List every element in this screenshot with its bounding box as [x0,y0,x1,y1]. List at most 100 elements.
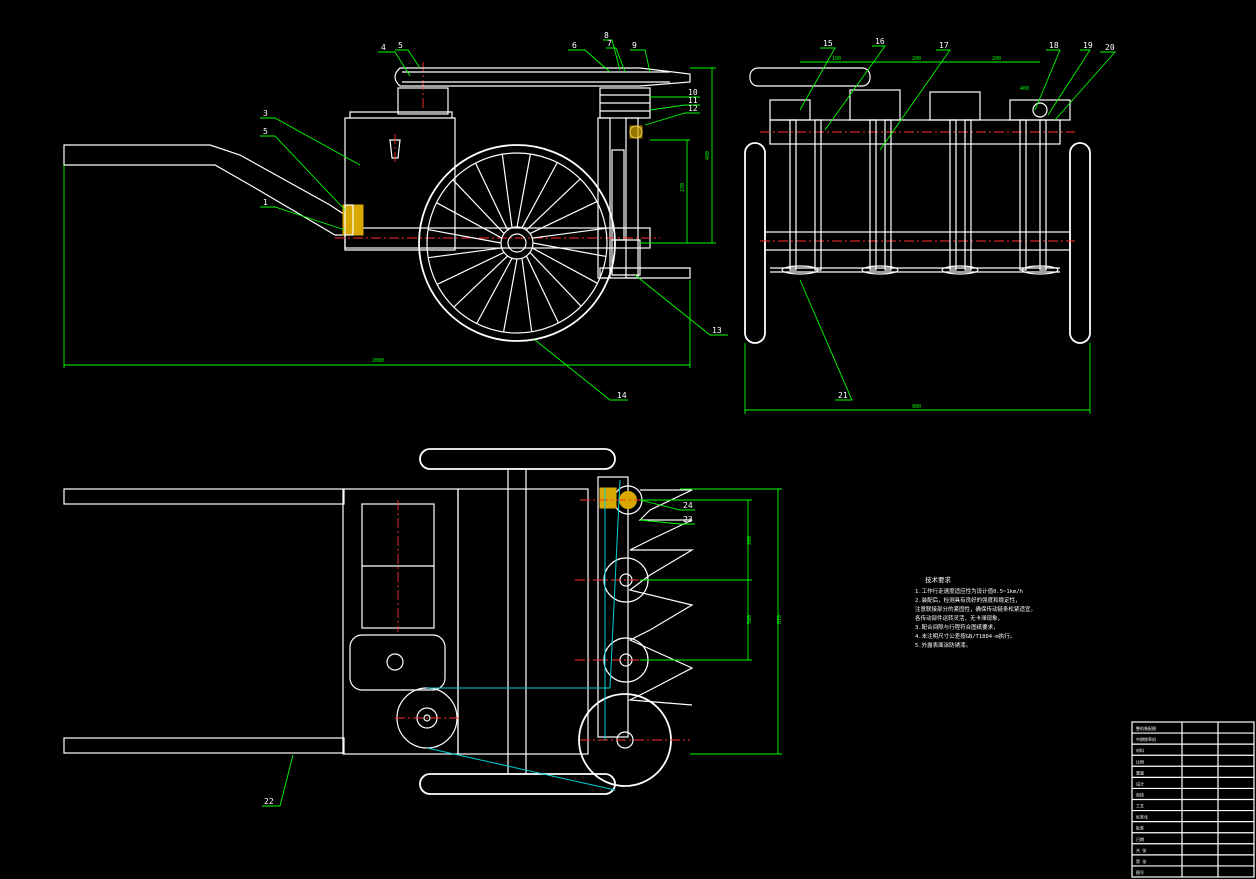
label-4: 4 [381,43,386,52]
frame-post [884,119,892,271]
note-line-3: 注意联接部分的紧固性，确保传动链条松紧适宜， [915,605,1036,613]
title-block-cell: 重量 [1136,769,1144,775]
label-5b: 5 [263,127,268,136]
title-block-cell: 材料 [1136,747,1144,753]
technical-notes: 技术要求 1.工作行走速度适应性为设计值0.5~1km/h 2.装配后，检测具有… [915,575,1036,649]
title-block-cell: 日期 [1136,836,1144,842]
note-line-2: 2.装配后，检测具有良好的强度和稳定性， [915,596,1021,604]
label-11: 11 [688,96,698,105]
handle [63,144,346,236]
handle-top [63,488,345,505]
wheel-spoke [453,255,509,308]
note-line-6: 4.未注明尺寸公差按GB/T1804-m执行。 [915,632,1015,640]
wheel-spoke [476,257,513,324]
label-12: 12 [688,104,698,113]
title-block-cell: 第 张 [1136,858,1146,864]
wheel-spoke [529,201,598,235]
label-19: 19 [1083,41,1093,50]
label-15: 15 [823,39,833,48]
label-18: 18 [1049,41,1059,50]
frame-post [869,119,877,271]
blade-disc [781,265,819,275]
frame-post [789,119,797,271]
wheel-spoke [428,247,502,259]
title-block-cell: 审核 [1136,792,1144,798]
note-line-1: 1.工作行走速度适应性为设计值0.5~1km/h [915,587,1023,595]
wheel-spoke [436,202,503,239]
right-wheel [1069,142,1091,344]
title-block-cell: 设计 [1136,780,1144,786]
blade-disc [1021,265,1059,275]
label-13: 13 [712,326,722,335]
note-line-4: 各传动部件运转灵活，无卡滞现象， [915,614,1003,622]
wheel-spoke [502,258,518,333]
frame-post [1039,119,1047,271]
wheel-spoke [475,162,509,231]
dim-top-580: 580 [747,615,753,624]
label-17: 17 [939,41,949,50]
dim-height-right: 480 [705,151,711,160]
label-23: 23 [683,515,693,524]
side-view: 2080 480 270 4 5 6 8 7 9 10 11 12 3 5 1 … [63,31,728,401]
wheel-spoke [529,251,582,307]
label-20: 20 [1105,43,1115,52]
title-block-cell: 标准化 [1136,814,1148,820]
note-line-7: 5.外露表面涂防锈漆。 [915,641,971,649]
label-24: 24 [683,501,693,510]
dim-d4: 400 [1020,86,1029,92]
wheel-spokes [427,153,607,333]
wheel-spoke [427,228,502,244]
blade-disc [941,265,979,275]
front-posts [781,119,1059,275]
dim-d3: 200 [992,56,1001,62]
wheel-spoke [531,247,598,284]
blade-disc [861,265,899,275]
wheel-spoke [525,178,581,231]
label-7: 7 [607,39,612,48]
title-block-cell: 工艺 [1136,804,1144,809]
wheel-spoke [521,162,558,229]
left-wheel [744,142,766,344]
label-14: 14 [617,391,627,400]
label-9: 9 [632,41,637,50]
dim-height-inner: 270 [680,183,686,192]
wheel-spoke [525,255,559,324]
label-22: 22 [264,797,274,806]
wheel-spoke [452,179,505,235]
top-belt [394,67,691,87]
fuel-tank [349,634,446,691]
frame-post [949,119,957,271]
frame-post [814,119,822,271]
body [342,488,459,755]
label-8a: 8 [604,31,609,40]
drive-wheel [418,144,616,342]
front-belt [749,67,871,87]
dim-d2: 200 [912,56,921,62]
label-3: 3 [263,109,268,118]
dim-d1: 100 [832,56,841,62]
front-view: 900 100 200 200 400 15 16 17 18 19 20 21 [744,37,1116,414]
wheel-spoke [501,154,513,228]
label-5a: 5 [398,41,403,50]
top-view: 200 580 670 24 23 22 [63,448,783,807]
wheel-spoke [516,153,532,228]
label-10: 10 [688,88,698,97]
wheel-spoke [532,227,606,239]
label-6: 6 [572,41,577,50]
axle [507,468,527,775]
title-block-cell: 整机装配图 [1136,725,1156,731]
label-21: 21 [838,391,848,400]
wheel-spoke [532,242,607,258]
note-line-5: 3.配合间隙与行程符合图纸要求， [915,623,999,631]
dim-top-670: 670 [777,615,783,624]
title-block-cell: 中耕除草机 [1136,736,1156,742]
title-block-cell: 比例 [1136,758,1144,764]
label-16: 16 [875,37,885,46]
frame-post [964,119,972,271]
blade-teeth [627,489,695,706]
dim-overall-length: 2080 [372,358,384,364]
handle-bottom [63,737,345,754]
frame-post [1019,119,1027,271]
